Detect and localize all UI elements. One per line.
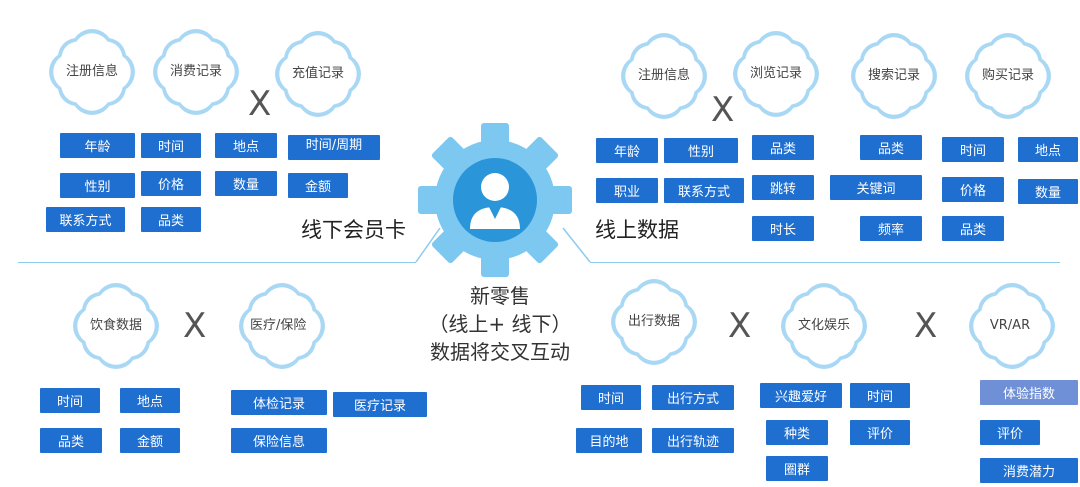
cloud-label: 医疗/保险 (250, 318, 307, 333)
cloud-online-register: 注册信息 (618, 30, 710, 122)
tag-online-browse-category: 品类 (752, 135, 814, 160)
cross-mark: X (914, 306, 938, 346)
tag-food-amount: 金额 (120, 428, 180, 453)
cloud-label: VR/AR (989, 318, 1031, 333)
tag-online-purchase-price: 价格 (942, 177, 1004, 202)
cloud-label: 充值记录 (291, 66, 344, 81)
tag-online-job: 职业 (596, 178, 658, 203)
tag-offline-age: 年龄 (60, 133, 135, 158)
cloud-culture: 文化娱乐 (778, 280, 870, 372)
cross-mark: X (248, 84, 272, 124)
cross-mark: X (183, 306, 207, 346)
tag-online-purchase-time: 时间 (942, 137, 1004, 162)
cross-mark: X (728, 306, 752, 346)
cloud-vrar: VR/AR (966, 280, 1058, 372)
cloud-online-search: 搜索记录 (848, 30, 940, 122)
cloud-label: 文化娱乐 (797, 318, 850, 333)
tag-online-purchase-location: 地点 (1018, 137, 1078, 162)
tag-online-jump: 跳转 (752, 175, 814, 200)
center-line-1: 新零售 (470, 284, 530, 308)
tag-offline-gender: 性别 (60, 173, 135, 198)
tag-online-purchase-quantity: 数量 (1018, 179, 1078, 204)
tag-offline-quantity: 数量 (215, 171, 277, 196)
tag-vr-review: 评价 (980, 420, 1040, 445)
tag-travel-track: 出行轨迹 (652, 428, 734, 453)
tag-destination: 目的地 (576, 428, 642, 453)
tag-online-frequency: 频率 (860, 216, 922, 241)
tag-offline-price: 价格 (141, 171, 201, 196)
tag-online-age: 年龄 (596, 138, 658, 163)
tag-offline-amount: 金额 (288, 173, 348, 198)
tag-offline-period: 时间/周期 (288, 135, 380, 160)
cloud-travel: 出行数据 (608, 276, 700, 368)
tag-offline-time: 时间 (141, 133, 201, 158)
tag-culture-time: 时间 (850, 383, 910, 408)
tag-offline-location: 地点 (215, 133, 277, 158)
tag-online-search-category: 品类 (860, 135, 922, 160)
cloud-label: 注册信息 (637, 68, 690, 83)
tag-interest: 兴趣爱好 (760, 383, 842, 408)
tag-insurance: 保险信息 (231, 428, 327, 453)
cloud-label: 购买记录 (981, 68, 1034, 83)
tag-online-keyword: 关键词 (830, 175, 922, 200)
cloud-label: 搜索记录 (867, 68, 920, 83)
tag-online-duration: 时长 (752, 216, 814, 241)
online-title: 线上数据 (595, 218, 679, 242)
cloud-label: 消费记录 (169, 64, 222, 79)
divider-left (18, 262, 416, 263)
cloud-offline-register: 注册信息 (46, 26, 138, 118)
tag-offline-category: 品类 (141, 207, 201, 232)
divider-right (590, 262, 1060, 263)
center-line-2: （线上+ 线下） (428, 312, 572, 336)
cross-mark: X (711, 90, 735, 130)
cloud-offline-recharge: 充值记录 (272, 28, 364, 120)
center-caption: 新零售 （线上+ 线下） 数据将交叉互动 (385, 282, 615, 366)
cloud-online-purchase: 购买记录 (962, 30, 1054, 122)
tag-travel-time: 时间 (581, 385, 641, 410)
tag-consumption-potential: 消费潜力 (980, 458, 1078, 483)
tag-online-contact: 联系方式 (664, 178, 744, 203)
tag-travel-mode: 出行方式 (652, 385, 734, 410)
tag-checkup: 体检记录 (231, 390, 327, 415)
cloud-food: 饮食数据 (70, 280, 162, 372)
tag-food-location: 地点 (120, 388, 180, 413)
tag-online-gender: 性别 (664, 138, 738, 163)
tag-food-time: 时间 (40, 388, 100, 413)
tag-circle: 圈群 (766, 456, 828, 481)
tag-online-purchase-category: 品类 (942, 216, 1004, 241)
cloud-offline-consume: 消费记录 (150, 26, 242, 118)
cloud-label: 注册信息 (65, 64, 118, 79)
cloud-medical: 医疗/保险 (236, 280, 328, 372)
tag-culture-review: 评价 (850, 420, 910, 445)
cloud-label: 饮食数据 (89, 318, 142, 333)
center-line-3: 数据将交叉互动 (430, 340, 570, 364)
tag-culture-type: 种类 (766, 420, 828, 445)
tag-food-category: 品类 (40, 428, 102, 453)
cloud-label: 出行数据 (627, 314, 680, 329)
tag-medical-record: 医疗记录 (333, 392, 427, 417)
tag-experience-index: 体验指数 (980, 380, 1078, 405)
cloud-label: 浏览记录 (749, 66, 802, 81)
gear-user-icon (418, 123, 572, 277)
cloud-online-browse: 浏览记录 (730, 28, 822, 120)
tag-offline-contact: 联系方式 (46, 207, 125, 232)
offline-title: 线下会员卡 (301, 218, 406, 242)
